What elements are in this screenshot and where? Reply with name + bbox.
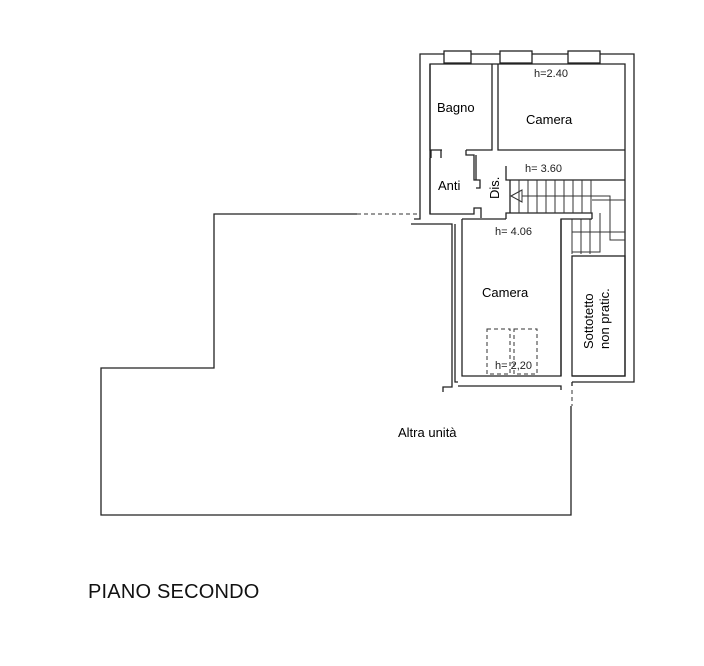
bagno-walls [429,64,493,189]
sottotetto-walls [571,255,626,377]
height-label-camera-2: h= 4.06 [495,226,532,238]
room-label-camera-2: Camera [482,285,529,300]
altra-unita-outline [100,213,572,516]
room-label-sottotetto: Sottotetto [581,293,596,349]
room-label-dis: Dis. [487,177,502,199]
room-label-camera: Camera [526,112,573,127]
camera-2-walls [461,218,592,377]
room-label-anti: Anti [438,178,461,193]
staircase [505,166,625,254]
corridor-walls [411,214,573,406]
plan-title: PIANO SECONDO [88,581,260,603]
room-label-altra-unita: Altra unità [398,425,457,440]
room-label-non-pratic: non pratic. [597,288,612,349]
room-label-bagno: Bagno [437,100,475,115]
height-label-low: h= 2,20 [495,360,532,372]
anti-walls [429,64,625,218]
height-label-landing: h= 3.60 [525,163,562,175]
height-label-camera: h=2.40 [534,68,568,80]
